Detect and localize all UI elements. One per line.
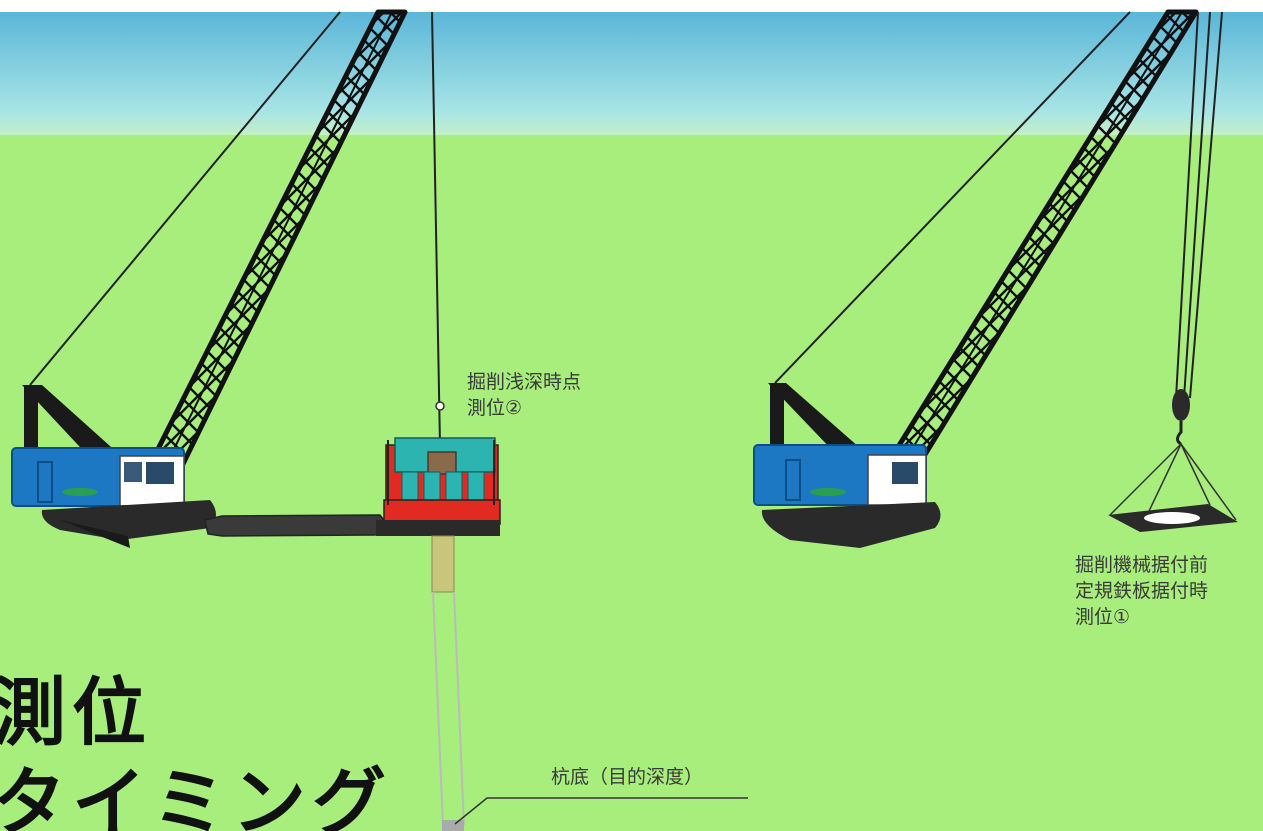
left-crane-arm bbox=[204, 514, 392, 537]
hoist-line bbox=[431, 11, 441, 446]
title-line2: タイミング bbox=[0, 760, 392, 831]
measure-point-1-line2: 定規鉄板据付時 bbox=[1075, 580, 1209, 602]
measure-point-1-line3: 測位① bbox=[1075, 606, 1131, 628]
page-title: 測位 タイミング bbox=[0, 668, 392, 831]
measure-point-2-line1: 掘削浅深時点 bbox=[467, 371, 582, 393]
left-crane bbox=[11, 9, 408, 548]
measure-point-1-label: 掘削機械据付前 定規鉄板据付時 測位① bbox=[1075, 552, 1208, 630]
measure-point-2-line2: 測位② bbox=[467, 397, 523, 419]
right-crane-track bbox=[761, 502, 941, 548]
top-border bbox=[0, 0, 1263, 12]
measure-point-1-line1: 掘削機械据付前 bbox=[1075, 554, 1209, 576]
title-line1: 測位 bbox=[0, 670, 152, 756]
measure-point-2-label: 掘削浅深時点 測位② bbox=[467, 369, 581, 421]
drill-unit bbox=[376, 437, 501, 536]
sky bbox=[0, 12, 1263, 135]
pile-bottom-leader bbox=[454, 797, 748, 825]
casing bbox=[431, 535, 455, 593]
pile-bottom-label: 杭底（目的深度） bbox=[551, 766, 704, 788]
hook-block bbox=[1172, 389, 1190, 421]
right-crane bbox=[753, 9, 1238, 548]
